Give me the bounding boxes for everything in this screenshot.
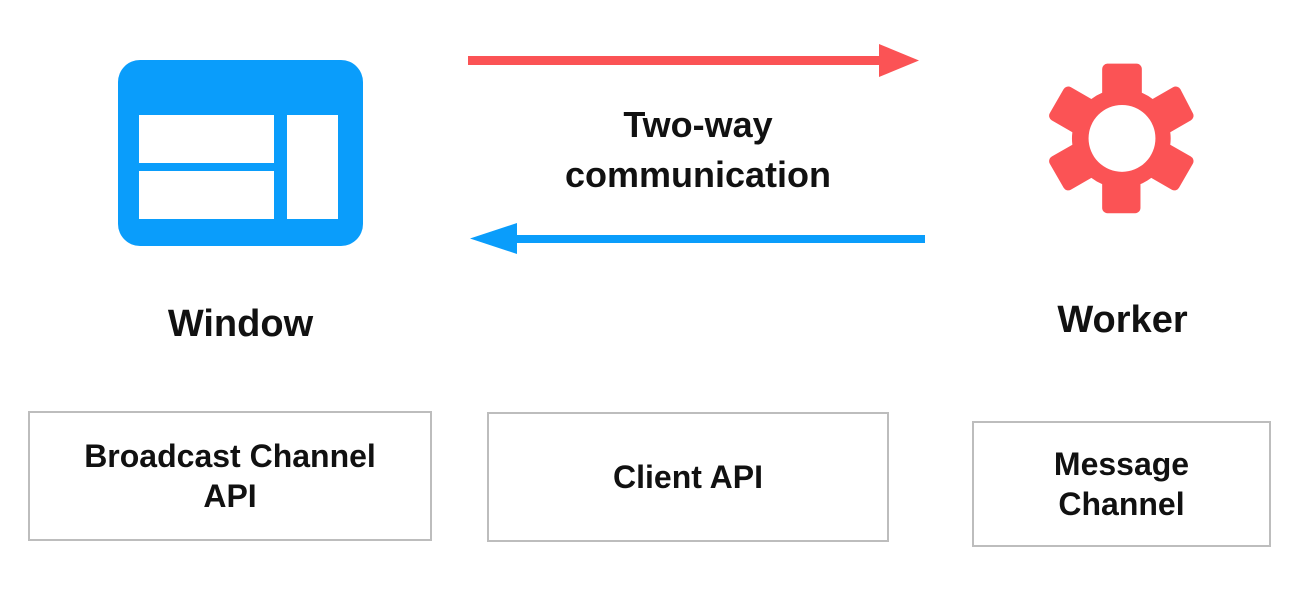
api-box-1-line-1: Client API <box>613 459 763 495</box>
window-pane-top <box>139 115 274 163</box>
worker-node-label: Worker <box>1057 299 1188 341</box>
browser-window-icon <box>118 60 363 246</box>
api-box-2-line-1: Message <box>1053 446 1190 482</box>
api-box-broadcast-channel-api: Broadcast Channel API <box>28 411 432 541</box>
api-box-0-line-1: Broadcast Channel <box>84 438 376 474</box>
caption-line-1: Two-way <box>623 104 773 145</box>
api-box-2-line-2: Channel <box>1058 486 1185 522</box>
api-box-client-api: Client API <box>487 412 889 542</box>
api-box-message-channel: Message Channel <box>972 421 1271 547</box>
caption-line-2: communication <box>564 153 832 195</box>
window-pane-bottom <box>139 171 274 219</box>
api-box-0-line-2: API <box>203 478 257 514</box>
window-pane-right <box>287 115 338 219</box>
arrow-window-to-worker <box>468 44 919 77</box>
gear-icon <box>1046 62 1198 214</box>
two-way-communication-caption: Two-way communication <box>468 100 928 199</box>
window-node-label: Window <box>167 303 314 345</box>
arrow-worker-to-window <box>470 223 925 254</box>
